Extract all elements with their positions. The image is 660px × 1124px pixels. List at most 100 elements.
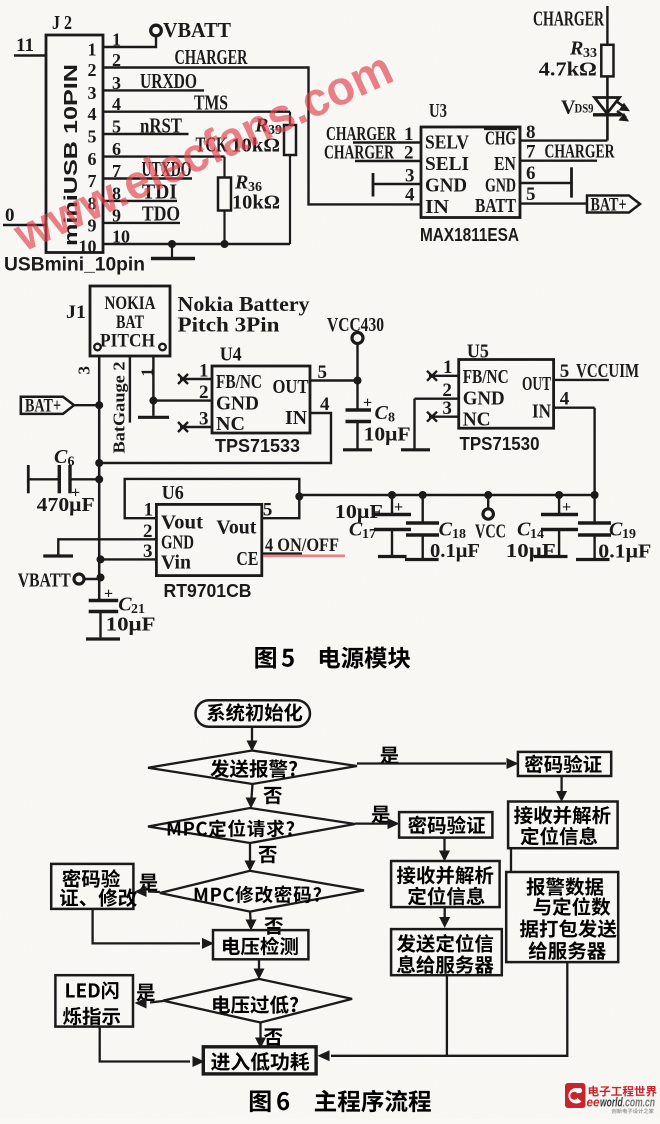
- svg-text:U3: U3: [429, 100, 447, 122]
- svg-text:FB/NC: FB/NC: [216, 371, 262, 393]
- svg-text:U5: U5: [467, 341, 489, 363]
- svg-text:0: 0: [5, 205, 15, 226]
- svg-text:CHARGER: CHARGER: [175, 45, 249, 69]
- svg-text:U4: U4: [220, 344, 242, 366]
- svg-text:10kΩ: 10kΩ: [231, 135, 280, 157]
- svg-text:+: +: [562, 499, 571, 516]
- svg-text:URXDO: URXDO: [140, 69, 197, 93]
- svg-text:0.1μF: 0.1μF: [430, 540, 480, 562]
- svg-text:VBATT: VBATT: [163, 18, 231, 42]
- svg-text:7: 7: [112, 161, 121, 181]
- svg-text:UTXDO: UTXDO: [142, 157, 192, 181]
- svg-text:CE: CE: [236, 548, 258, 570]
- svg-text:BAT+: BAT+: [25, 396, 61, 417]
- svg-text:Vout: Vout: [161, 512, 203, 534]
- svg-text:5: 5: [526, 184, 536, 205]
- svg-text:+: +: [394, 499, 403, 516]
- svg-text:MAX1811ESA: MAX1811ESA: [420, 224, 519, 245]
- svg-text:OUT: OUT: [273, 376, 310, 398]
- svg-text:BATT: BATT: [475, 195, 517, 217]
- svg-text:3: 3: [75, 366, 94, 375]
- svg-text:R: R: [569, 38, 583, 60]
- svg-text:C: C: [609, 519, 623, 541]
- svg-text:10: 10: [112, 227, 130, 247]
- svg-text:1: 1: [443, 357, 453, 378]
- svg-text:Vout: Vout: [216, 517, 256, 539]
- svg-text:6: 6: [112, 139, 121, 159]
- svg-text:Pitch 3Pin: Pitch 3Pin: [178, 313, 280, 337]
- svg-text:8: 8: [112, 183, 121, 203]
- svg-text:ee: ee: [587, 1096, 600, 1110]
- svg-text:7: 7: [526, 142, 536, 163]
- svg-text:2: 2: [112, 50, 121, 70]
- svg-text:TCK: TCK: [196, 133, 228, 157]
- svg-text:GND: GND: [216, 393, 259, 415]
- svg-text:3: 3: [405, 166, 415, 187]
- svg-text:VBATT: VBATT: [18, 571, 71, 592]
- svg-text:C: C: [349, 519, 363, 541]
- svg-text:10μF: 10μF: [106, 614, 156, 636]
- svg-text:5: 5: [318, 362, 328, 383]
- svg-text:4 ON/OFF: 4 ON/OFF: [265, 536, 339, 556]
- svg-text:10kΩ: 10kΩ: [232, 192, 280, 214]
- svg-text:5: 5: [263, 500, 273, 521]
- svg-text:1: 1: [88, 40, 97, 60]
- svg-text:GND: GND: [485, 175, 516, 197]
- svg-text:2: 2: [442, 380, 452, 401]
- svg-text:6: 6: [68, 455, 75, 470]
- svg-text:CHG: CHG: [485, 128, 516, 150]
- svg-text:J 2: J 2: [52, 12, 72, 34]
- svg-text:2: 2: [143, 521, 153, 542]
- svg-text:RT9701CB: RT9701CB: [164, 580, 252, 601]
- svg-text:1: 1: [138, 368, 157, 377]
- svg-text:10μF: 10μF: [364, 424, 411, 446]
- svg-text:8: 8: [88, 193, 97, 213]
- svg-text:EN: EN: [494, 153, 516, 175]
- svg-text:C: C: [54, 446, 68, 468]
- svg-text:OUT: OUT: [522, 373, 551, 395]
- svg-text:+: +: [71, 485, 80, 502]
- svg-text:5: 5: [560, 361, 570, 382]
- svg-text:NC: NC: [216, 413, 245, 435]
- svg-text:33: 33: [583, 46, 597, 61]
- svg-text:11: 11: [16, 35, 34, 56]
- svg-text:4: 4: [88, 104, 97, 124]
- svg-text:2: 2: [88, 60, 97, 80]
- svg-text:GND: GND: [463, 388, 505, 410]
- svg-text:39: 39: [268, 123, 282, 138]
- svg-text:10: 10: [79, 237, 97, 257]
- svg-text:TDI: TDI: [142, 180, 177, 204]
- svg-text:9: 9: [88, 215, 97, 235]
- svg-text:3: 3: [199, 409, 209, 430]
- svg-text:miniUSB 10PIN: miniUSB 10PIN: [60, 64, 81, 246]
- svg-text:TPS71533: TPS71533: [215, 435, 300, 456]
- svg-text:V: V: [561, 97, 576, 119]
- svg-text:VCC430: VCC430: [327, 314, 384, 336]
- svg-text:4.7kΩ: 4.7kΩ: [539, 59, 597, 81]
- svg-text:10μF: 10μF: [335, 501, 383, 523]
- svg-text:NOKIA: NOKIA: [105, 293, 156, 314]
- svg-text:5: 5: [88, 127, 97, 147]
- svg-text:21: 21: [131, 602, 145, 617]
- svg-text:J1: J1: [66, 302, 86, 323]
- svg-text:Vin: Vin: [161, 552, 191, 574]
- svg-text:PITCH: PITCH: [100, 331, 155, 352]
- svg-text:IN: IN: [532, 401, 551, 423]
- svg-text:17: 17: [362, 527, 376, 542]
- svg-text:C: C: [118, 594, 132, 616]
- svg-text:3: 3: [442, 398, 452, 419]
- svg-text:C: C: [517, 519, 531, 541]
- svg-text:1: 1: [199, 361, 209, 382]
- svg-text:1: 1: [112, 30, 121, 50]
- svg-text:IN: IN: [285, 407, 308, 429]
- svg-text:+: +: [363, 395, 372, 412]
- svg-text:FB/NC: FB/NC: [463, 366, 509, 388]
- svg-text:SELV: SELV: [425, 132, 469, 154]
- svg-text:IN: IN: [425, 196, 450, 218]
- svg-text:TPS71530: TPS71530: [460, 433, 540, 454]
- svg-text:DS9: DS9: [575, 101, 594, 116]
- svg-text:CHARGER: CHARGER: [324, 142, 394, 164]
- svg-text:VCCUIM: VCCUIM: [576, 360, 639, 382]
- svg-text:2: 2: [199, 382, 209, 403]
- svg-text:0.1μF: 0.1μF: [598, 541, 651, 563]
